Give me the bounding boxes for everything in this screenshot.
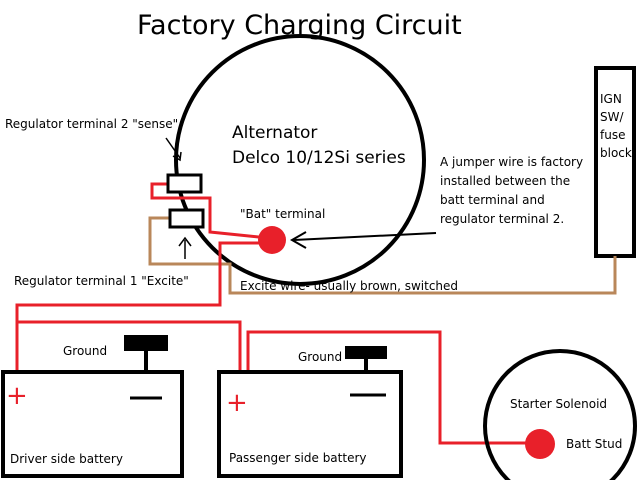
jumper-note-line-2: installed between the	[440, 174, 570, 188]
solenoid-wire	[246, 330, 535, 445]
passenger-battery	[217, 370, 403, 478]
excite-wire	[148, 216, 617, 295]
excite-wire-label: Excite wire- usually brown, switched	[240, 279, 458, 293]
bat-arrow-shaft	[293, 232, 437, 241]
driver-ground-label: Ground	[63, 344, 107, 358]
ignition-line-2: SW/	[600, 110, 624, 124]
alternator-label: Alternator	[232, 123, 317, 143]
excite-arrow	[178, 236, 192, 259]
passenger-ground-label: Ground	[298, 350, 342, 364]
passenger-battery-label: Passenger side battery	[229, 451, 367, 465]
driver-battery-label: Driver side battery	[10, 452, 123, 466]
ignition-line-4: block	[600, 146, 632, 160]
ignition-line-1: IGN	[600, 92, 622, 106]
sense-arrow	[165, 137, 182, 162]
driver-plus-sign: +	[6, 381, 28, 411]
passenger-battery-ground-post	[345, 346, 387, 359]
jumper-note-line-1: A jumper wire is factory	[440, 155, 583, 169]
regulator-terminal-2	[166, 173, 203, 194]
jumper-wire	[150, 182, 269, 240]
bat-terminal-label: "Bat" terminal	[240, 207, 325, 221]
charge-wire-passenger	[17, 320, 242, 383]
regulator-terminal-1	[168, 208, 205, 229]
jumper-note-line-3: batt terminal and	[440, 193, 545, 207]
solenoid-title: Starter Solenoid	[510, 397, 607, 411]
passenger-plus-sign: +	[226, 388, 248, 418]
bat-terminal-dot	[258, 226, 286, 254]
driver-battery-ground-post	[124, 335, 168, 351]
alternator-body	[174, 34, 426, 286]
reg-terminal-2-label: Regulator terminal 2 "sense"	[5, 117, 178, 131]
driver-battery	[1, 370, 184, 478]
ignition-line-3: fuse	[600, 128, 625, 142]
reg-terminal-1-label: Regulator terminal 1 "Excite"	[14, 274, 189, 288]
starter-solenoid	[483, 349, 637, 480]
alternator-model: Delco 10/12Si series	[232, 148, 406, 168]
bat-arrow-head	[289, 231, 307, 249]
charge-wire-driver	[15, 241, 262, 383]
jumper-note-line-4: regulator terminal 2.	[440, 212, 564, 226]
solenoid-batt-stud	[525, 429, 555, 459]
solenoid-stud-label: Batt Stud	[566, 437, 622, 451]
